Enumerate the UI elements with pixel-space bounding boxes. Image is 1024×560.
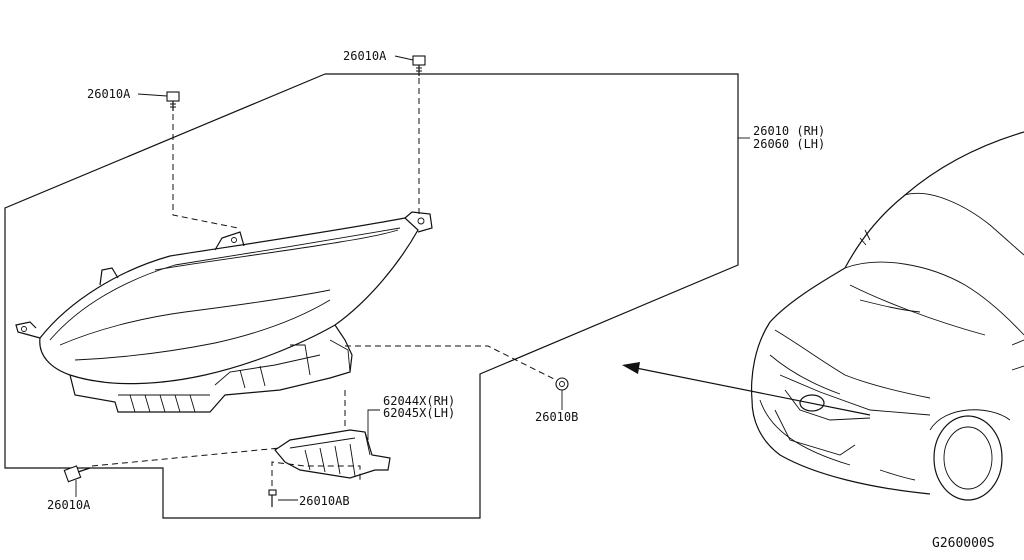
diagram-code: G260000S — [932, 536, 995, 551]
bolt-left — [166, 91, 180, 111]
bolt-bottom — [63, 465, 91, 483]
callout-nut: 26010B — [535, 410, 578, 424]
callout-bracket-rh: 62044X(RH) — [383, 394, 455, 408]
callout-headlamp-lh: 26060 (LH) — [753, 137, 825, 151]
callout-bolt-top: 26010A — [343, 49, 387, 63]
guide-lines — [91, 78, 557, 486]
screw — [268, 489, 277, 507]
bolt-top — [412, 55, 426, 76]
callout-bolt-bottom: 26010A — [47, 498, 91, 512]
callout-screw: 26010AB — [299, 494, 350, 508]
leader-lines — [75, 55, 750, 501]
nut — [555, 377, 569, 391]
callout-bracket-lh: 62045X(LH) — [383, 406, 455, 420]
assembly-outline — [4, 73, 739, 519]
location-arrow — [622, 362, 871, 416]
callout-headlamp-rh: 26010 (RH) — [753, 124, 825, 138]
callout-bolt-left: 26010A — [87, 87, 131, 101]
bracket-part — [274, 429, 391, 479]
headlamp-assembly — [15, 211, 433, 413]
vehicle-front — [751, 131, 1024, 501]
